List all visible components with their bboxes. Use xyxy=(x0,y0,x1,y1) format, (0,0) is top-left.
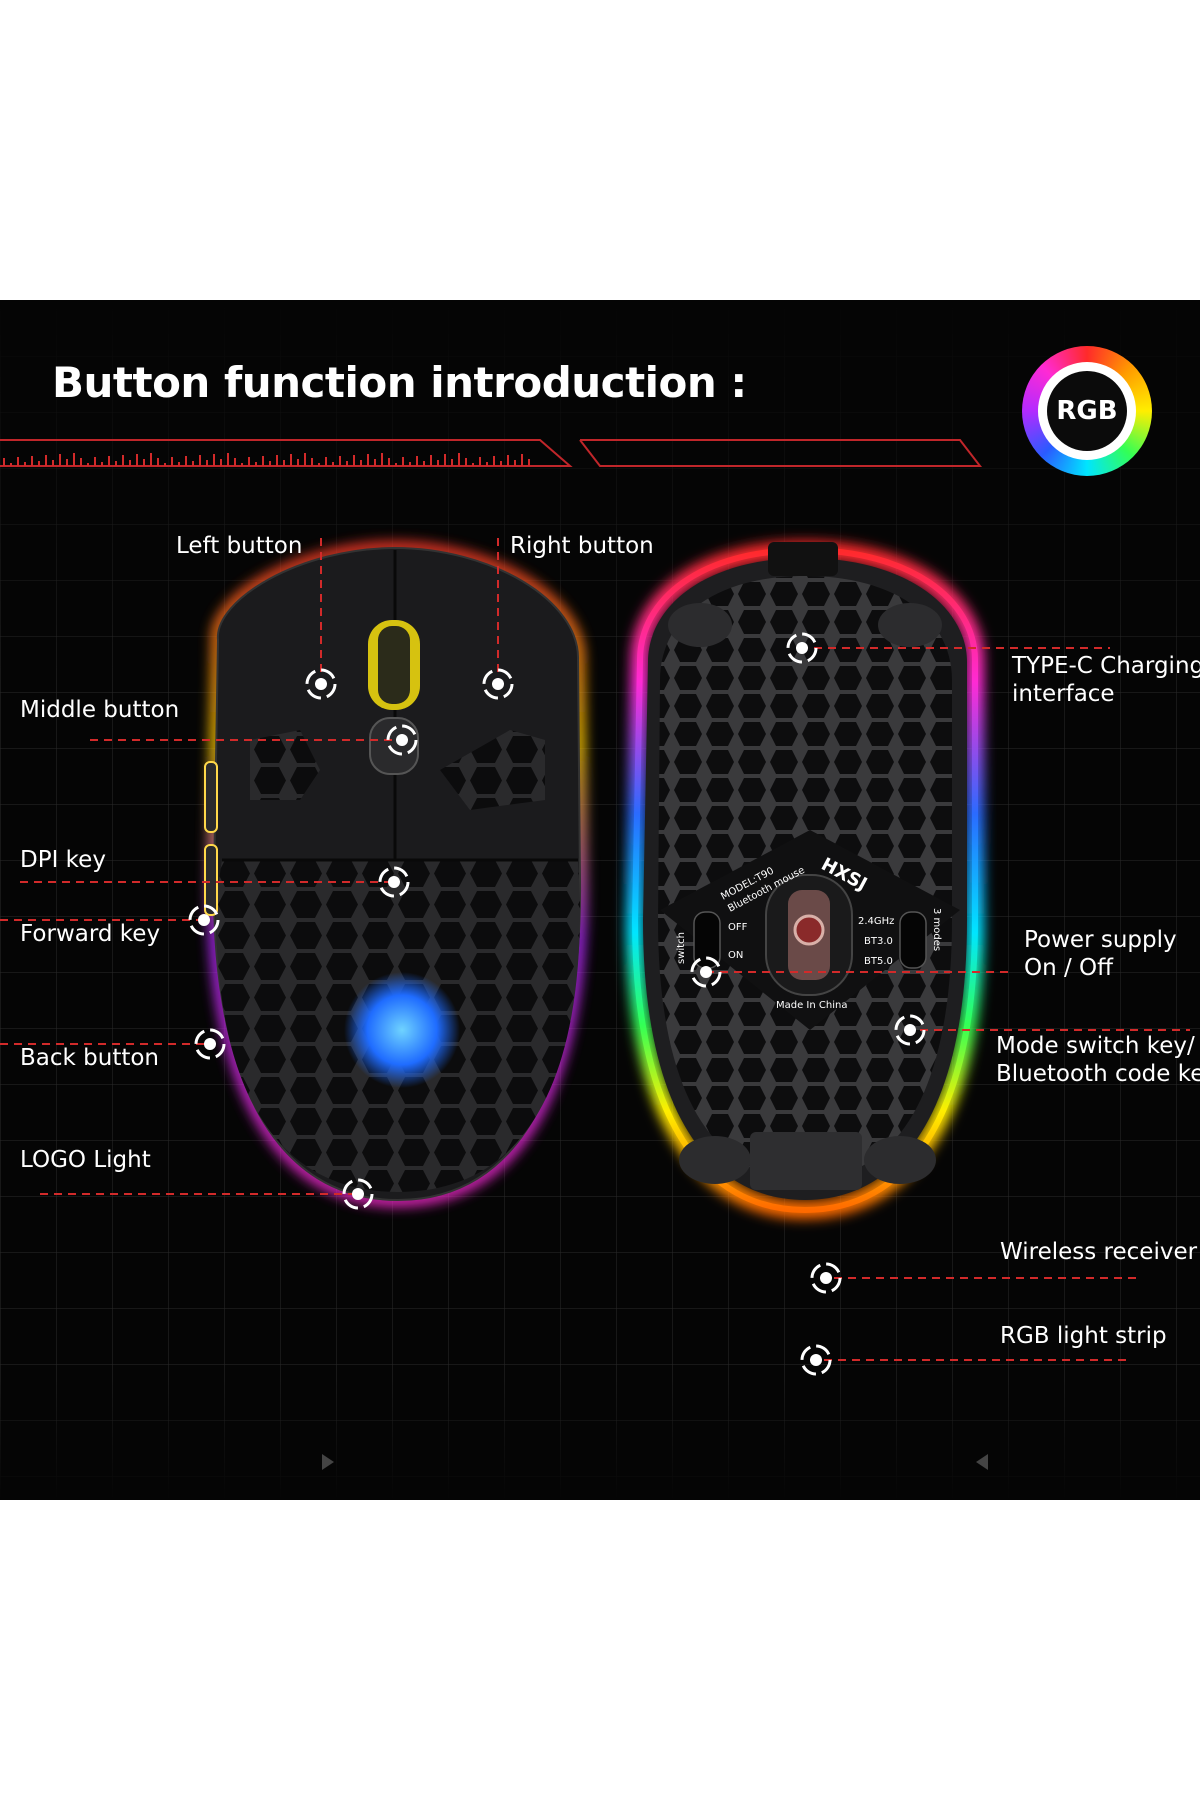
marker-power xyxy=(690,956,722,988)
label-right-button: Right button xyxy=(510,533,654,559)
label-power-supply: Power supply On / Off xyxy=(1024,926,1177,982)
label-forward-key: Forward key xyxy=(20,921,161,947)
marker-rgb-strip xyxy=(800,1344,832,1376)
marker-middle-button xyxy=(386,724,418,756)
marker-type-c xyxy=(786,632,818,664)
made-in-text: Made In China xyxy=(776,1000,847,1011)
bt30-text: BT3.0 xyxy=(864,936,893,947)
off-text: OFF xyxy=(728,922,748,933)
mouse-bottom-view: MODEL:T90 Bluetooth mouse HXSJ switch OF… xyxy=(625,540,984,1220)
label-wireless-receiver: Wireless receiver xyxy=(1000,1239,1198,1265)
marker-forward-key xyxy=(188,904,220,936)
marker-right-button xyxy=(482,668,514,700)
label-middle-button: Middle button xyxy=(20,697,180,723)
background-grid xyxy=(0,300,1200,1500)
label-mode-line1: Mode switch key/ xyxy=(996,1033,1195,1059)
label-mode-switch: Mode switch key/ Bluetooth code key xyxy=(996,1032,1200,1088)
infographic-panel: Button function introduction : RGB xyxy=(0,300,1200,1500)
label-left-button: Left button xyxy=(176,533,303,559)
bt50-text: BT5.0 xyxy=(864,956,893,967)
prev-arrow-icon xyxy=(976,1454,988,1470)
callout-lines xyxy=(0,538,1190,1361)
rgb-badge: RGB xyxy=(1022,346,1152,476)
page-title: Button function introduction : xyxy=(52,358,747,407)
label-power-line1: Power supply xyxy=(1024,927,1177,953)
marker-back-button xyxy=(194,1028,226,1060)
title-divider xyxy=(0,439,983,467)
marker-mode-switch xyxy=(894,1014,926,1046)
label-power-line2: On / Off xyxy=(1024,955,1114,981)
mouse-illustration: MODEL:T90 Bluetooth mouse HXSJ switch OF… xyxy=(0,538,1190,1470)
label-dpi-key: DPI key xyxy=(20,847,106,873)
on-text: ON xyxy=(728,950,743,961)
label-logo-light: LOGO Light xyxy=(20,1147,151,1173)
label-type-c-line2: interface xyxy=(1012,681,1115,707)
marker-logo-light xyxy=(342,1178,374,1210)
label-type-c: TYPE-C Charging interface xyxy=(1012,652,1200,708)
modes-text: 3 modes xyxy=(931,908,942,951)
switch-text: switch xyxy=(676,932,687,964)
mouse-top-view xyxy=(204,540,588,1208)
band-24-text: 2.4GHz xyxy=(858,916,894,927)
label-mode-line2: Bluetooth code key xyxy=(996,1061,1200,1087)
label-type-c-line1: TYPE-C Charging xyxy=(1012,653,1200,679)
marker-left-button xyxy=(305,668,337,700)
marker-dpi-key xyxy=(378,866,410,898)
marker-wireless-receiver xyxy=(810,1262,842,1294)
label-rgb-strip: RGB light strip xyxy=(1000,1323,1167,1349)
label-back-button: Back button xyxy=(20,1045,160,1071)
rgb-badge-text: RGB xyxy=(1047,371,1127,451)
next-arrow-icon xyxy=(322,1454,334,1470)
